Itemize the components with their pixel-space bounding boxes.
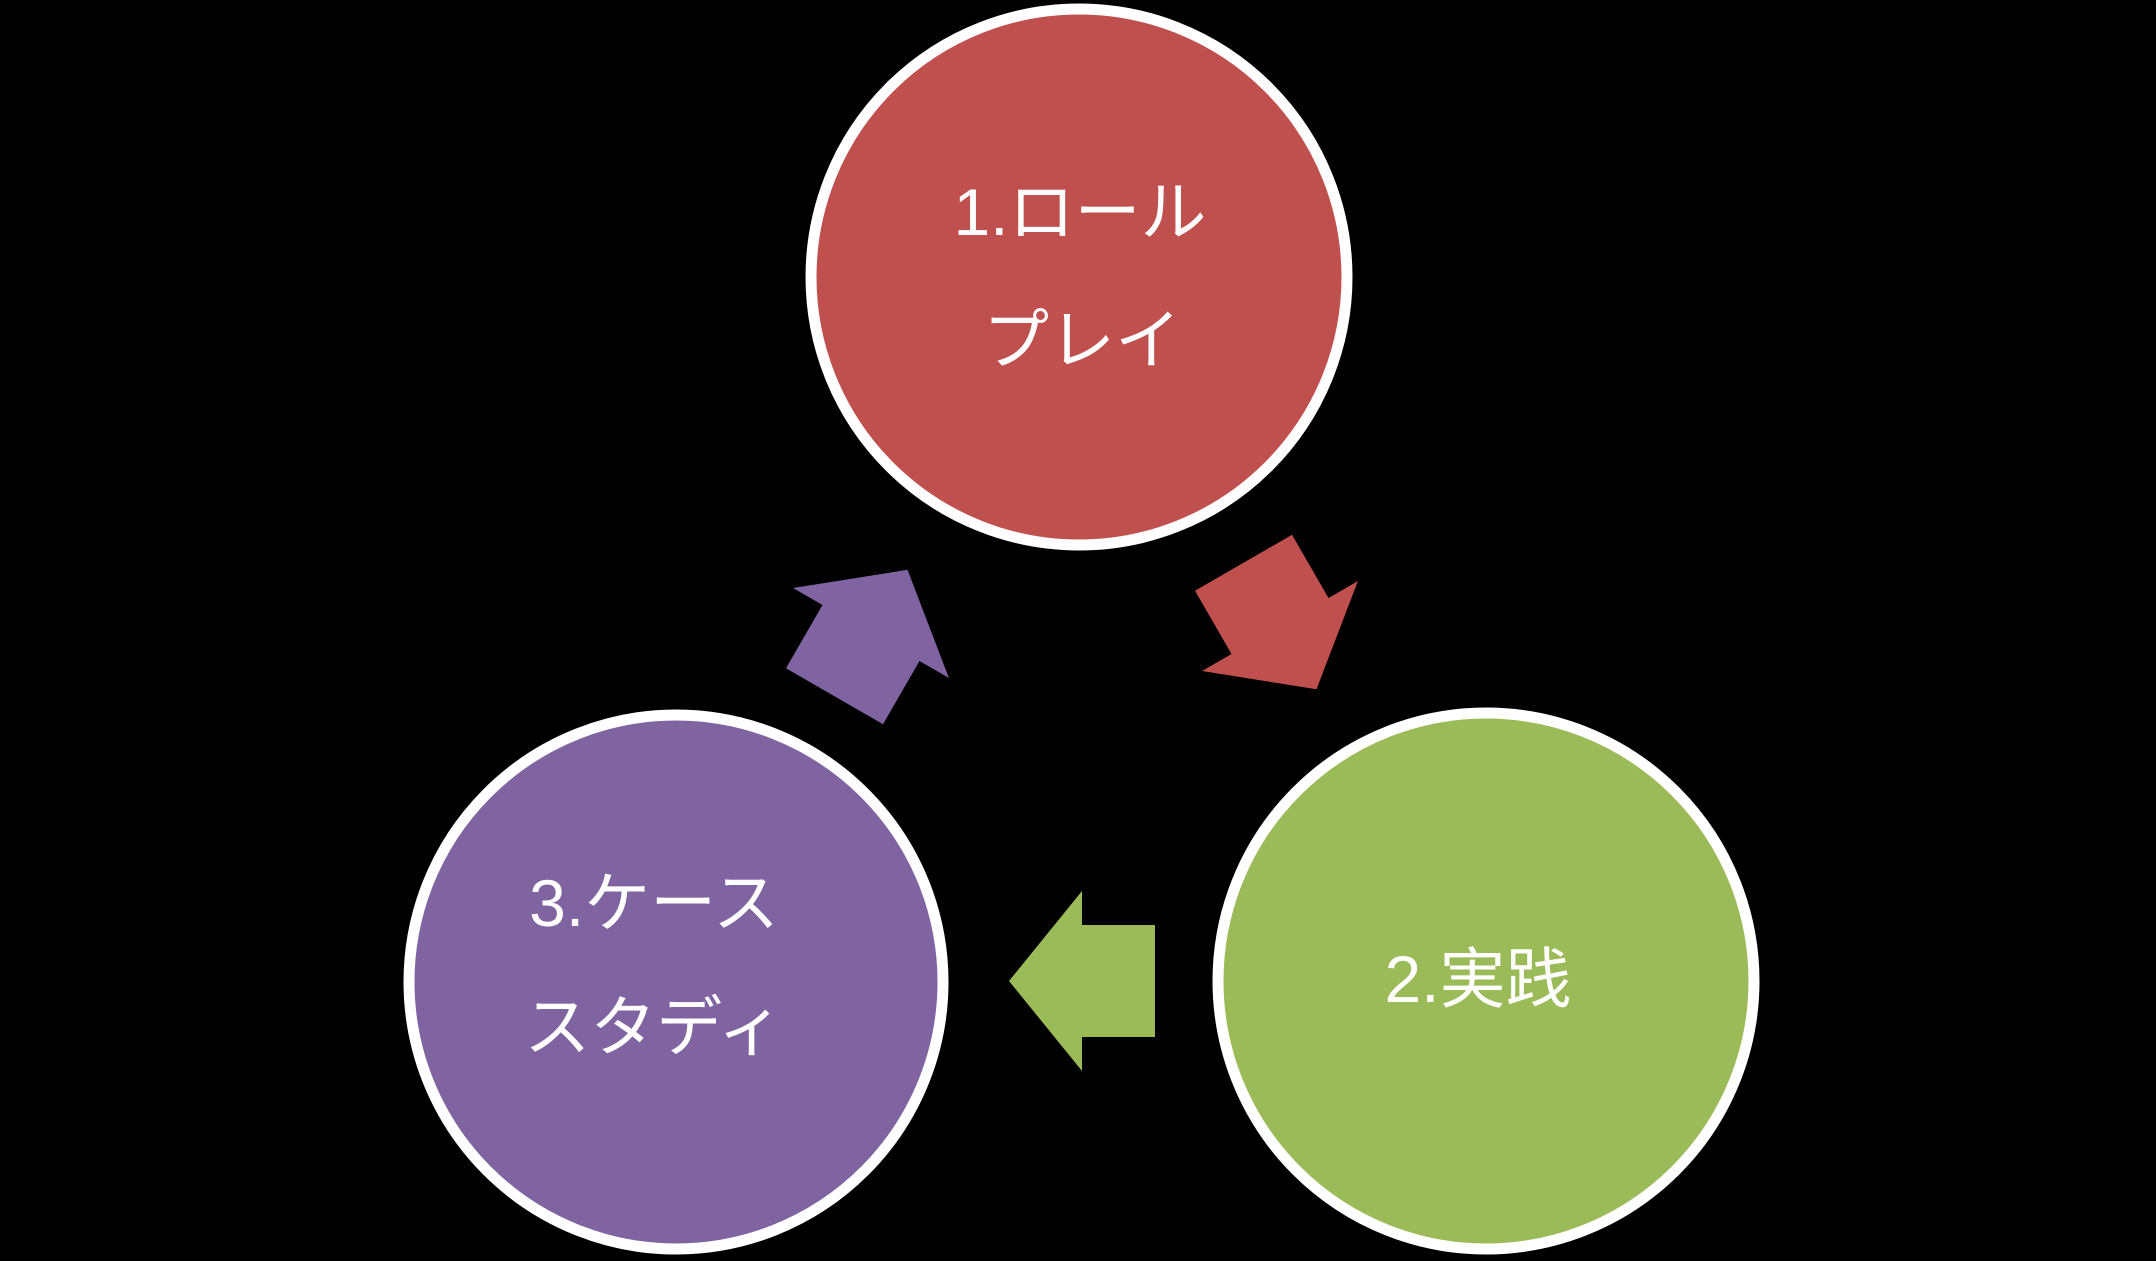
arrow-role-play-to-practice bbox=[1195, 534, 1358, 690]
circle-practice bbox=[1212, 707, 1760, 1255]
label-group: 1.ロール プレイ 2.実践 3.ケース スタディ bbox=[524, 175, 1571, 1064]
node-group bbox=[403, 3, 1760, 1255]
label-practice: 2.実践 bbox=[1384, 942, 1571, 1016]
circle-case-study bbox=[403, 709, 949, 1255]
label-case-study-line2: スタディ bbox=[524, 990, 783, 1064]
arrow-case-study-to-role-play bbox=[786, 569, 949, 725]
arrow-practice-to-case-study bbox=[1009, 891, 1155, 1071]
label-role-play-line1: 1.ロール bbox=[953, 175, 1206, 249]
arrow-group bbox=[786, 534, 1358, 1071]
circle-role-play bbox=[805, 3, 1353, 551]
label-role-play-line2: プレイ bbox=[983, 303, 1181, 377]
label-case-study-line1: 3.ケース bbox=[529, 866, 779, 940]
